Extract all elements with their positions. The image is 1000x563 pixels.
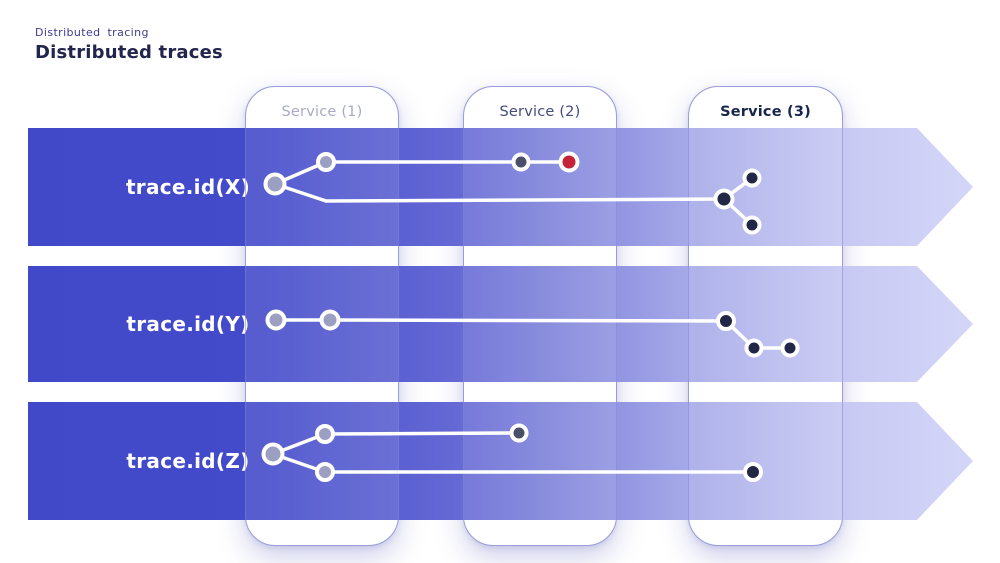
- trace-id-x-label: trace.id(X): [125, 175, 251, 199]
- service-column-1-label: Service (1): [281, 104, 363, 120]
- span-node-navy: [742, 168, 762, 188]
- span-edge: [328, 318, 728, 323]
- span-node-gray: [316, 152, 336, 172]
- span-node-navy: [742, 215, 762, 235]
- service-column-2-label: Service (2): [499, 104, 581, 120]
- eyebrow-label: Distributed tracing: [35, 26, 149, 39]
- span-edge: [323, 431, 521, 436]
- span-node-navy: [744, 338, 764, 358]
- service-column-3-label: Service (3): [720, 104, 811, 120]
- span-node-gray: [265, 309, 287, 331]
- span-node-gray: [261, 442, 285, 466]
- span-node-slate: [511, 152, 531, 172]
- span-edge: [324, 197, 726, 203]
- span-node-navy: [716, 311, 736, 331]
- trace-id-z-label: trace.id(Z): [126, 449, 250, 473]
- trace-band-z: trace.id(Z): [28, 402, 973, 520]
- trace-band-y: trace.id(Y): [28, 266, 973, 382]
- page-title: Distributed traces: [35, 42, 223, 63]
- span-node-gray: [315, 462, 335, 482]
- trace-id-y-label: trace.id(Y): [126, 312, 250, 336]
- span-node-red: [558, 151, 580, 173]
- span-node-gray: [263, 172, 287, 196]
- span-node-slate: [509, 423, 529, 443]
- span-node-navy: [713, 188, 735, 210]
- service-column-3: Service (3): [688, 86, 843, 546]
- span-node-navy: [743, 462, 763, 482]
- trace-band-x: trace.id(X): [28, 128, 973, 246]
- span-node-gray: [319, 309, 341, 331]
- page-header: Distributed tracing Distributed traces: [35, 26, 223, 63]
- span-node-navy: [780, 338, 800, 358]
- span-node-gray: [315, 424, 335, 444]
